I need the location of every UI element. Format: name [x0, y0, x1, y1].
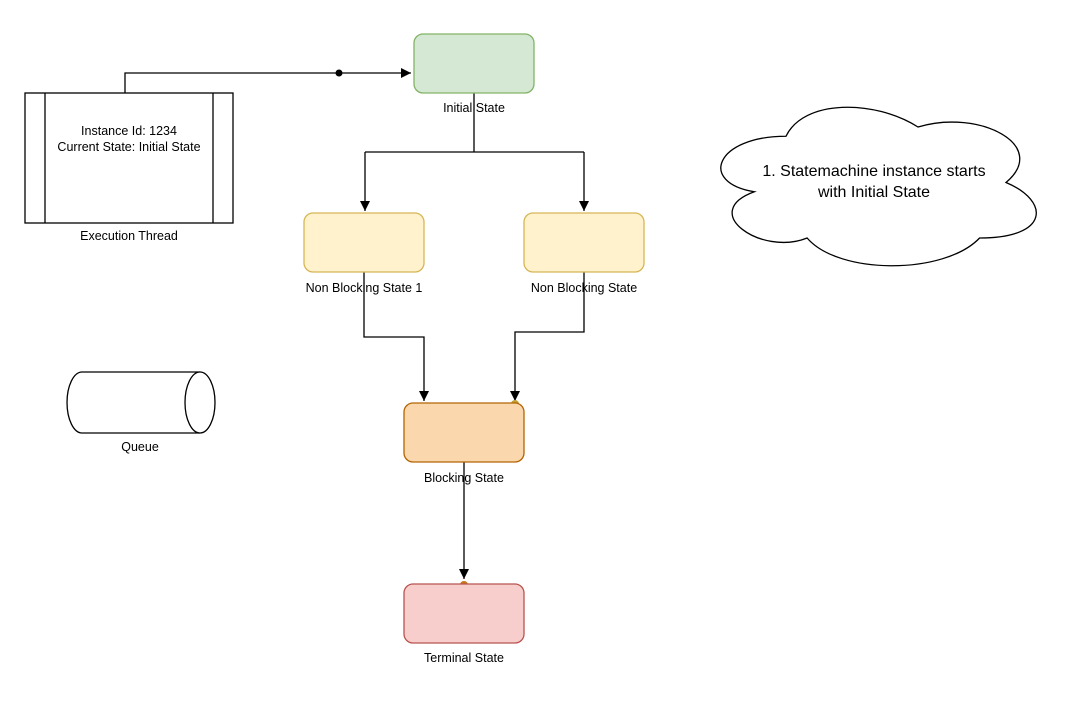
- initial-state-node: [413, 33, 535, 94]
- edge-non-blocking-1-to-blocking: [363, 272, 429, 401]
- edge-execution-thread-to-initial: [124, 68, 411, 93]
- queue-end-ellipse: [184, 371, 216, 434]
- queue-body: [66, 371, 200, 434]
- cloud-note: 1. Statemachine instance starts with Ini…: [720, 106, 1037, 267]
- edge-junction-dot: [335, 69, 343, 77]
- non-blocking-state-1-node: [303, 212, 425, 273]
- cloud-note-text-line2: with Initial State: [817, 184, 930, 201]
- non-blocking-state-1-label: Non Blocking State 1: [306, 281, 423, 295]
- execution-thread-text-line2: Current State: Initial State: [57, 140, 200, 154]
- edge-non-blocking-to-blocking: [510, 272, 585, 401]
- cloud-note-text-line1: 1. Statemachine instance starts: [762, 163, 985, 180]
- execution-thread-box: [24, 92, 234, 224]
- blocking-state-node: [403, 402, 525, 463]
- terminal-state-node: [403, 583, 525, 644]
- terminal-state-label: Terminal State: [424, 651, 504, 665]
- non-blocking-state-node: [523, 212, 645, 273]
- execution-thread-label: Execution Thread: [80, 229, 178, 243]
- non-blocking-state-label: Non Blocking State: [531, 281, 637, 295]
- blocking-state-label: Blocking State: [424, 471, 504, 485]
- edge-initial-split: [365, 93, 584, 153]
- execution-thread-text-line1: Instance Id: 1234: [81, 124, 177, 138]
- state-nodes: [303, 33, 645, 644]
- initial-state-label: Initial State: [443, 101, 505, 115]
- queue-label: Queue: [121, 440, 159, 454]
- cloud-shape-icon: [720, 106, 1037, 267]
- queue-node: Queue: [66, 371, 216, 454]
- state-labels: Initial State Non Blocking State 1 Non B…: [306, 101, 638, 665]
- execution-thread-node: Instance Id: 1234 Current State: Initial…: [24, 92, 234, 243]
